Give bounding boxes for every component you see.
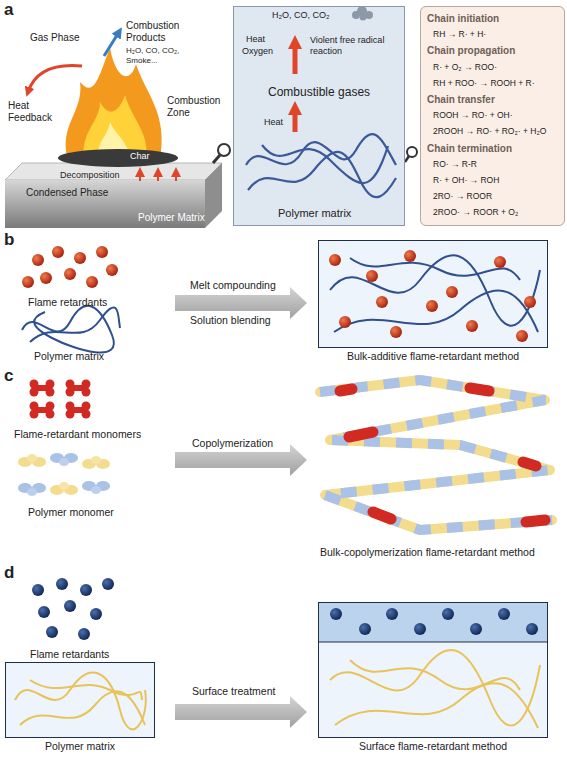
matrix-box: Polymer matrix [5, 662, 155, 738]
process-label: Copolymerization [192, 437, 273, 450]
stage-heading: Chain transfer [427, 94, 495, 106]
reaction-equation: RO· → R-R [433, 159, 477, 169]
panel-letter: a [4, 0, 13, 20]
panel-letter: c [4, 366, 13, 386]
products-label: Combustion Products [126, 20, 198, 44]
phase-label: Gas Phase [30, 32, 79, 44]
panel-letter: b [4, 230, 14, 250]
process-label: Melt compounding [190, 279, 276, 292]
matrix-label: Polymer matrix [278, 207, 351, 220]
reaction-equation: ROOH → RO· + OH· [433, 110, 513, 120]
reaction-panel: Chain initiation RH → R· + H· Chain propag… [420, 6, 565, 226]
panel-letter: d [4, 563, 14, 583]
reaction-equation: RH → R· + H· [433, 29, 486, 39]
reaction-label: Violent free radical reaction [310, 35, 398, 57]
products-label: H₂O, CO, CO₂ [272, 10, 330, 21]
process-label: Surface treatment [192, 685, 275, 698]
phase-label: Condensed Phase [26, 187, 108, 199]
component-label: Flame retardants [28, 296, 107, 309]
process-label: Decomposition [60, 170, 120, 181]
result-box: Surface flame-retardant method [318, 602, 548, 738]
char-label: Char [130, 151, 150, 162]
oxygen-label: Oxygen [242, 46, 273, 57]
zoom-panel: H₂O, CO, CO₂HeatOxygenViolent free radic… [233, 6, 405, 226]
products-list: H₂O, CO, CO₂, Smoke... [126, 46, 200, 65]
result-box: Bulk-additive flame-retardant method [318, 240, 548, 348]
matrix-label: Polymer Matrix [138, 212, 205, 224]
heat-label: Heat [264, 117, 283, 128]
reaction-equation: 2ROOH → RO· + RO₂· + H₂O [433, 126, 546, 136]
component-label: Polymer matrix [34, 350, 104, 363]
method-caption: Surface flame-retardant method [319, 740, 547, 753]
heat-label: Heat [246, 34, 265, 45]
gas-label: Combustible gases [268, 85, 370, 99]
stage-heading: Chain termination [427, 143, 512, 155]
reaction-equation: 2RO· → ROOR [433, 191, 492, 201]
reaction-equation: R· + O₂ → ROO· [433, 62, 497, 72]
feedback-label: Heat Feedback [8, 100, 60, 124]
stage-heading: Chain propagation [427, 45, 515, 57]
method-caption: Bulk-copolymerization flame-retardant me… [320, 546, 535, 559]
method-caption: Bulk-additive flame-retardant method [319, 350, 547, 363]
reaction-equation: 2ROO· → ROOR + O₂ [433, 207, 518, 217]
component-label: Flame-retardant monomers [14, 428, 141, 441]
zone-label: Combustion Zone [167, 95, 227, 119]
stage-heading: Chain initiation [427, 13, 499, 25]
component-label: Flame retardants [30, 648, 109, 661]
component-label: Polymer monomer [28, 506, 114, 519]
reaction-equation: R· + OH· → ROH [433, 175, 499, 185]
method-caption: Polymer matrix [6, 740, 154, 753]
process-label: Solution blending [190, 314, 271, 327]
reaction-equation: RH + ROO· → ROOH + R· [433, 78, 535, 88]
